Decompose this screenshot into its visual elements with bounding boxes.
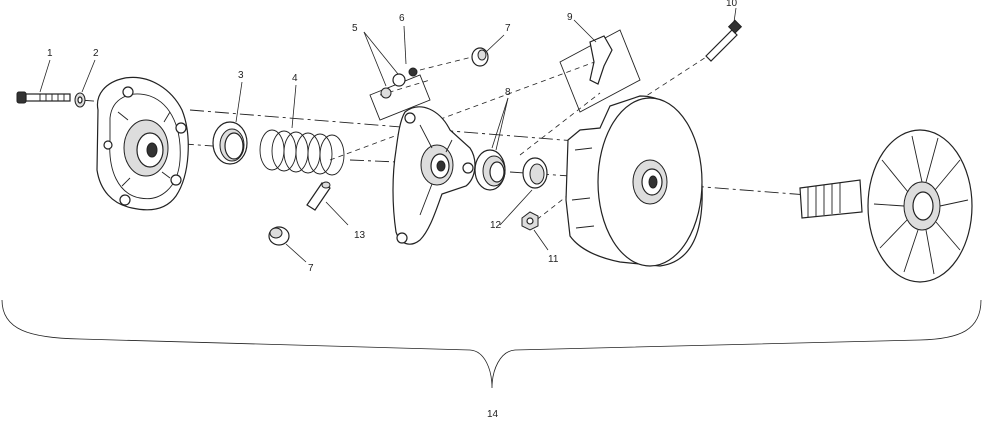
- part-roller-top: [471, 47, 489, 67]
- part-spider: [392, 106, 476, 245]
- callout-10: 10: [726, 0, 738, 9]
- part-sleeve: [522, 157, 548, 189]
- leader-lines: [39, 7, 737, 263]
- part-ring: [212, 121, 248, 165]
- part-fan-sheave: [799, 129, 973, 283]
- part-spring: [259, 129, 345, 176]
- callout-14: 14: [487, 409, 499, 419]
- part-rollers-5-6: [369, 67, 431, 121]
- part-bolt: [16, 91, 71, 104]
- part-roller-lower: [268, 226, 290, 246]
- callout-11: 11: [548, 254, 559, 265]
- callout-5: 5: [352, 23, 358, 34]
- assembly-brace: [1, 299, 982, 389]
- callout-12: 12: [490, 220, 502, 231]
- callout-7-top: 7: [505, 23, 511, 34]
- part-bolt-10: [705, 19, 743, 62]
- part-washer: [74, 92, 86, 108]
- callout-13: 13: [354, 230, 366, 241]
- callout-2: 2: [93, 48, 99, 59]
- part-bushing-pair: [474, 149, 506, 191]
- part-cover-plate: [96, 76, 189, 211]
- part-stationary-sheave: [565, 95, 703, 267]
- callout-1: 1: [47, 48, 53, 59]
- callout-8: 8: [505, 87, 511, 98]
- callout-7-bottom: 7: [308, 263, 314, 274]
- part-weight: [559, 29, 641, 113]
- callout-9: 9: [567, 12, 573, 23]
- callout-3: 3: [238, 70, 244, 81]
- callout-6: 6: [399, 13, 405, 24]
- callout-4: 4: [292, 73, 298, 84]
- part-nut: [521, 211, 539, 231]
- part-pin: [306, 181, 331, 211]
